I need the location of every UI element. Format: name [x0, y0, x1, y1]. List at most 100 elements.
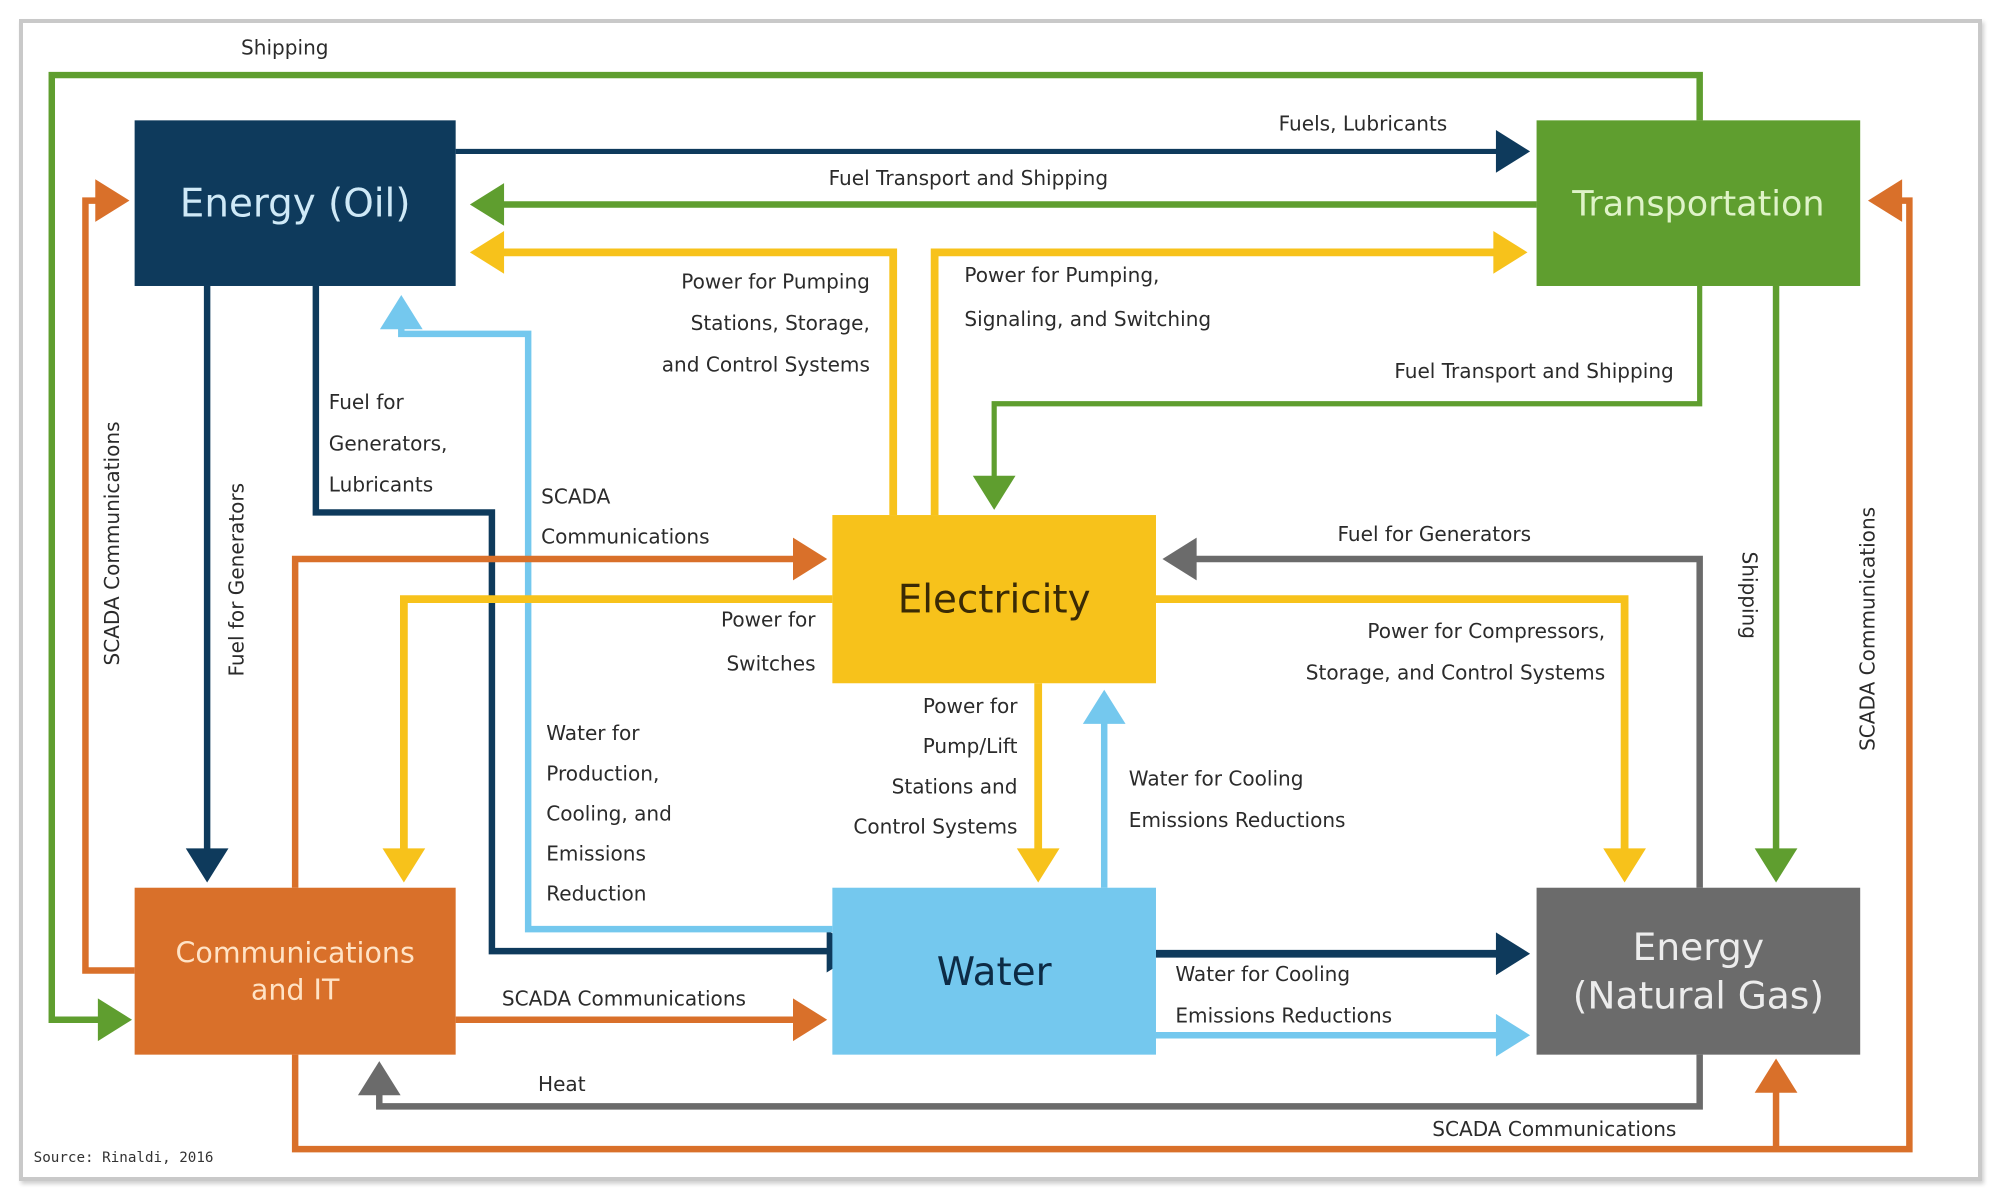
edge-label: Fuel for Generators [1337, 522, 1531, 546]
nodes-layer: Energy (Oil)TransportationElectricityCom… [134, 120, 1861, 1055]
edge-label: Fuel for Generators [224, 483, 248, 677]
edge-label: Power for Compressors,Storage, and Contr… [1306, 619, 1605, 684]
node-oil[interactable]: Energy (Oil) [134, 120, 456, 286]
edge-elec-to-oil-power [469, 230, 898, 516]
node-box[interactable] [832, 887, 1156, 1055]
edge-label: SCADA Communications [1855, 507, 1879, 751]
arrowhead-icon [1754, 848, 1798, 883]
arrowhead-icon [382, 848, 426, 883]
edge-elec-to-transport-power [930, 230, 1528, 516]
edge-line [498, 248, 898, 516]
edge-label-line: Emissions Reductions [1129, 808, 1346, 832]
arrowhead-icon [1495, 932, 1531, 976]
edge-label-line: Generators, [329, 431, 448, 455]
arrowhead-icon [972, 475, 1016, 510]
edge-label-line: Switches [726, 651, 815, 675]
node-box[interactable] [832, 515, 1156, 684]
edge-label: Fuel Transport and Shipping [829, 166, 1108, 190]
arrowhead-icon [97, 998, 133, 1042]
edge-label-line: Water for Cooling [1129, 766, 1304, 790]
arrowhead-icon [1867, 179, 1903, 222]
node-electricity[interactable]: Electricity [832, 515, 1156, 684]
node-box[interactable] [134, 120, 456, 286]
edge-label-line: Fuel Transport and Shipping [1394, 359, 1673, 383]
edge-label-line: Power for Pumping [681, 270, 870, 294]
edge-oil-to-comm-fuel [185, 285, 229, 883]
node-label: Energy(Natural Gas) [1573, 925, 1824, 1018]
arrowhead-icon [793, 998, 828, 1042]
edge-label-line: Communications [541, 525, 709, 549]
edge-elec-to-water-power [1016, 683, 1060, 883]
edge-line [1155, 595, 1629, 855]
arrowhead-icon [793, 537, 828, 581]
node-label: Transportation [1571, 184, 1824, 224]
edge-line [930, 248, 1500, 516]
edge-label-line: SCADA Communications [100, 421, 124, 665]
edge-label-line: Production, [546, 761, 659, 785]
source-citation: Source: Rinaldi, 2016 [34, 1150, 214, 1166]
edge-line [400, 595, 833, 855]
edge-line [312, 285, 833, 955]
edge-label: Fuel Transport and Shipping [1394, 359, 1673, 383]
edge-transport-to-elec-shipping [972, 285, 1703, 510]
edge-label-line: Fuel Transport and Shipping [829, 166, 1108, 190]
edge-label: Power for Pumping,Signaling, and Switchi… [964, 263, 1211, 331]
edge-label: Fuels, Lubricants [1279, 112, 1448, 136]
arrowhead-icon [1603, 848, 1646, 883]
edge-label-line: Shipping [1737, 552, 1761, 639]
edge-label-line: Stations, Storage, [691, 311, 870, 335]
arrowhead-icon [1493, 230, 1528, 274]
edge-label-line: Emissions Reductions [1175, 1003, 1392, 1027]
edge-label-line: Emissions [546, 842, 646, 866]
edge-elec-to-ng-power [1155, 595, 1646, 883]
edge-label-line: Storage, and Control Systems [1306, 660, 1605, 684]
node-transportation[interactable]: Transportation [1536, 120, 1861, 286]
edge-label-line: SCADA Communications [502, 986, 746, 1010]
edge-line [376, 1054, 1703, 1110]
arrowhead-icon [1162, 537, 1197, 581]
edge-label-line: Power for Pumping, [964, 263, 1159, 287]
node-box[interactable] [134, 887, 456, 1055]
node-label: Water [937, 950, 1052, 995]
edge-label-line: Cooling, and [546, 801, 672, 825]
edge-comm-to-oil-scada [82, 179, 135, 974]
edge-label-line: Heat [538, 1072, 586, 1096]
arrowhead-icon [469, 183, 505, 226]
arrowhead-icon [95, 179, 130, 222]
node-label-line: Energy (Oil) [180, 182, 411, 227]
edge-comm-to-ng-scada [1754, 1058, 1798, 1150]
node-label: Electricity [898, 578, 1091, 623]
arrowhead-icon [1495, 1013, 1531, 1057]
edge-water-to-elec-cooling [1082, 689, 1126, 888]
edge-line [991, 285, 1703, 482]
node-water[interactable]: Water [832, 887, 1156, 1055]
edge-comm-to-transport-scada [291, 179, 1913, 1153]
edge-label-line: Fuel for Generators [224, 483, 248, 677]
edge-line [1190, 555, 1703, 888]
edge-label-line: Lubricants [329, 473, 433, 497]
edge-label: SCADA Communications [541, 484, 709, 548]
edge-label-line: Pump/Lift [923, 734, 1018, 758]
node-box[interactable] [1536, 120, 1861, 286]
edge-label-line: Control Systems [853, 814, 1017, 838]
node-natural-gas[interactable]: Energy(Natural Gas) [1536, 887, 1861, 1055]
edge-line [82, 197, 135, 974]
edge-water-to-ng-cooling [1155, 1013, 1531, 1057]
edge-label-line: Power for [721, 607, 816, 631]
edge-label: Shipping [241, 35, 328, 59]
edge-label-line: Stations and [892, 774, 1018, 798]
arrowhead-icon [1495, 130, 1531, 173]
edge-comm-to-elec-scada [291, 537, 828, 888]
edge-line [48, 71, 1703, 1023]
node-label-line: Communications [176, 937, 415, 970]
node-box[interactable] [1536, 887, 1861, 1055]
edge-transport-to-oil-shipping [469, 183, 1537, 226]
edge-label-line: SCADA [541, 484, 611, 508]
